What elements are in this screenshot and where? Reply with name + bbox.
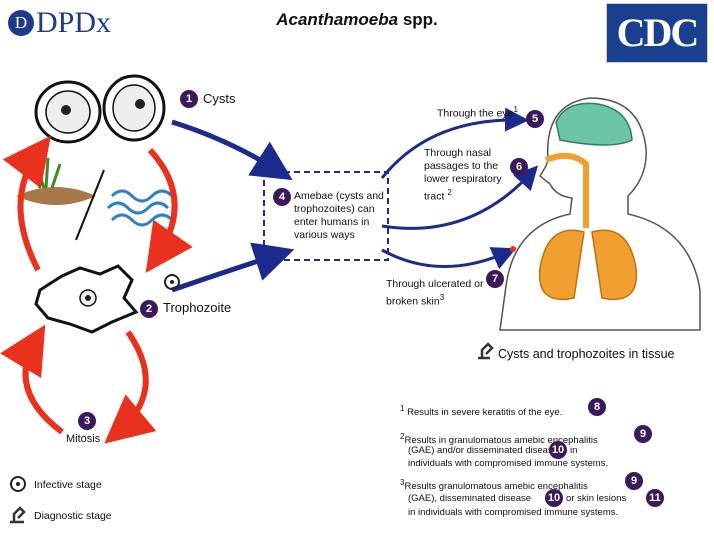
stage-badge-3: 3 bbox=[78, 412, 96, 430]
note-badge-8: 8 bbox=[588, 398, 606, 416]
legend-biohazard-icon bbox=[10, 476, 26, 492]
arrow-to-trophozoite bbox=[145, 147, 193, 273]
human-figure bbox=[499, 97, 701, 331]
arrow-to-mitosis bbox=[104, 330, 157, 444]
page-title: Acanthamoeba spp. bbox=[276, 10, 438, 29]
legend-diagnostic: Diagnostic stage bbox=[34, 510, 112, 522]
divider-slash bbox=[75, 169, 105, 241]
stage-label-mitosis: Mitosis bbox=[66, 433, 101, 445]
stage-label-trophozoite: Trophozoite bbox=[163, 300, 232, 315]
note-badge-11: 11 bbox=[646, 489, 664, 507]
stage-badge-6: 6 bbox=[510, 158, 528, 176]
note-3-line3: or skin lesions bbox=[566, 493, 627, 504]
brain-shape bbox=[555, 102, 633, 146]
note-badge-10a: 10 bbox=[549, 441, 567, 459]
stage-label-entry: Amebae (cysts and trophozoites) can ente… bbox=[294, 190, 384, 241]
note-3-line1: 3Results granulomatous amebic encephalit… bbox=[400, 478, 588, 493]
arrow-mitosis-to-trophozoite bbox=[0, 324, 64, 435]
left-lung bbox=[538, 229, 585, 301]
skin-lesion-dot bbox=[510, 246, 516, 252]
arrow-cysts-to-entry bbox=[171, 119, 293, 181]
note-2-line1: 2Results in granulomatous amebic encepha… bbox=[400, 432, 598, 447]
microscope-icon bbox=[478, 342, 494, 360]
cyst-illustration-1 bbox=[34, 80, 102, 144]
cdc-logo: CDC bbox=[606, 3, 708, 63]
water-illustration bbox=[106, 189, 174, 227]
arrow-to-skin bbox=[381, 247, 517, 270]
note-1: 1 Results in severe keratitis of the eye… bbox=[400, 404, 563, 419]
arrow-trophozoite-to-entry bbox=[171, 242, 295, 293]
note-3-line2: (GAE), disseminated disease bbox=[408, 493, 532, 504]
stage-label-eye: Through the eye1 bbox=[437, 105, 518, 120]
note-2-line3: in bbox=[570, 445, 578, 456]
note-2-line4: individuals with compromised immune syst… bbox=[408, 458, 609, 469]
entry-box bbox=[263, 171, 389, 261]
airway-shape bbox=[544, 152, 589, 228]
stage-badge-4: 4 bbox=[273, 188, 291, 206]
tissue-label: Cysts and trophozoites in tissue bbox=[498, 347, 675, 361]
legend-infective: Infective stage bbox=[34, 479, 102, 491]
stage-label-skin: Through ulcerated or broken skin3 bbox=[386, 278, 484, 308]
arrow-to-eye bbox=[380, 107, 529, 179]
stage-badge-5: 5 bbox=[526, 110, 544, 128]
note-3-line4: in individuals with compromised immune s… bbox=[408, 507, 619, 518]
note-badge-9b: 9 bbox=[625, 472, 643, 490]
arrow-to-nose bbox=[381, 165, 539, 230]
stage-badge-2: 2 bbox=[140, 300, 158, 318]
note-badge-10b: 10 bbox=[545, 489, 563, 507]
legend-microscope-icon bbox=[10, 506, 26, 524]
arrow-to-cyst bbox=[2, 135, 51, 272]
cyst-illustration-2 bbox=[102, 74, 166, 142]
stage-badge-7: 7 bbox=[486, 270, 504, 288]
note-2-line2: (GAE) and/or disseminated disease bbox=[408, 445, 558, 456]
right-lung bbox=[591, 229, 638, 301]
stage-label-nasal: Through nasal passages to the lower resp… bbox=[424, 147, 502, 203]
stage-badge-1: 1 bbox=[180, 90, 198, 108]
stage-label-cysts: Cysts bbox=[203, 91, 236, 106]
note-badge-9a: 9 bbox=[634, 425, 652, 443]
biohazard-icon bbox=[164, 274, 180, 290]
trophozoite-illustration bbox=[34, 264, 139, 334]
